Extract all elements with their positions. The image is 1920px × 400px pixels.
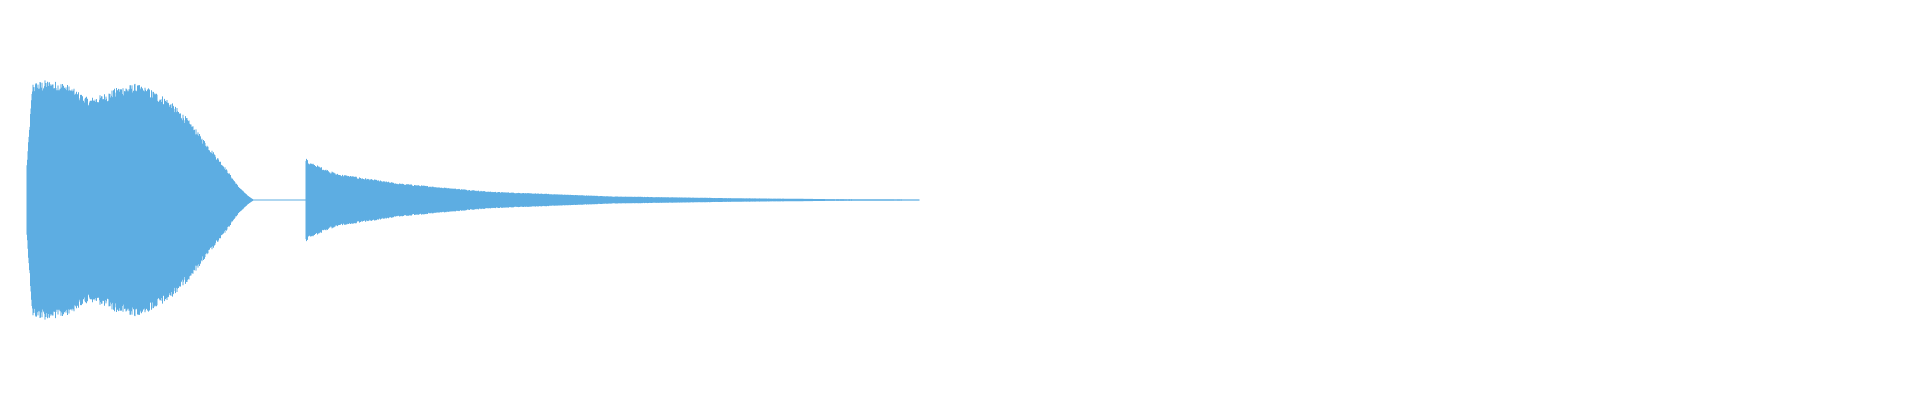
waveform-group: [26, 80, 920, 320]
